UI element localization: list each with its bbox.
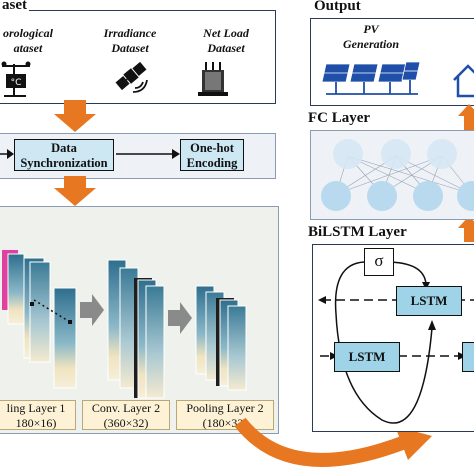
fc-neuron-bottom-4 bbox=[457, 181, 474, 211]
pooling-layer-2-caption: Pooling Layer 2 (180×32) bbox=[176, 400, 274, 430]
fc-neuron-top-2 bbox=[381, 139, 411, 169]
meteorological-dataset-label: orological ataset bbox=[3, 26, 53, 55]
bilstm-to-fc-arrow bbox=[458, 216, 474, 242]
fc-neuron-bottom-1 bbox=[321, 181, 351, 211]
conv-layer-2-caption: Conv. Layer 2 (360×32) bbox=[82, 400, 170, 430]
conv-layer-2-name: Conv. Layer 2 bbox=[91, 401, 161, 415]
output-title: Output bbox=[314, 0, 361, 14]
irradiance-dataset-label: Irradiance Dataset bbox=[103, 26, 157, 55]
lstm-backward-box-partial bbox=[462, 342, 474, 372]
fc-layer-title: FC Layer bbox=[308, 110, 371, 126]
conv-layer-2-maps bbox=[107, 259, 165, 399]
transformer-icon bbox=[198, 62, 228, 96]
lstm-forward-box: LSTM bbox=[396, 286, 462, 316]
pooling-layer-2-maps bbox=[195, 285, 247, 391]
fc-to-output-arrow bbox=[458, 104, 474, 130]
pv-generation-label: PV Generation bbox=[342, 22, 399, 51]
solar-panels-icon bbox=[321, 61, 421, 95]
preprocess-to-cnn-arrow bbox=[54, 176, 96, 206]
sync-to-encoding-arrow bbox=[116, 149, 180, 159]
data-synchronization-box: Data Synchronization bbox=[14, 139, 114, 171]
one-hot-encoding-box: One-hot Encoding bbox=[180, 139, 244, 171]
dataset-to-preprocess-arrow bbox=[54, 100, 96, 132]
pooling-layer-2-name: Pooling Layer 2 bbox=[186, 401, 264, 415]
pooling-layer-1-name: ling Layer 1 bbox=[6, 401, 66, 415]
pooling-layer-1-maps bbox=[2, 250, 77, 389]
output-panel bbox=[310, 18, 474, 106]
sigma-gate-box: σ bbox=[364, 248, 394, 276]
fc-network-graphic bbox=[321, 139, 474, 211]
cnn-arrow-2 bbox=[168, 302, 192, 334]
lstm-backward-box: LSTM bbox=[334, 342, 400, 372]
fc-neuron-top-3 bbox=[427, 139, 457, 169]
pooling-layer-1-caption: ling Layer 1 180×16) bbox=[0, 400, 76, 430]
dataset-panel-title: aset bbox=[0, 0, 29, 14]
net-load-dataset-label: Net Load Dataset bbox=[203, 26, 249, 55]
bilstm-layer-title: BiLSTM Layer bbox=[308, 224, 407, 240]
house-icon bbox=[453, 64, 474, 98]
fc-neuron-bottom-3 bbox=[413, 181, 443, 211]
satellite-icon bbox=[115, 61, 148, 93]
cnn-to-bilstm-arrow bbox=[234, 417, 432, 467]
fc-neuron-top-1 bbox=[333, 139, 363, 169]
cnn-arrow-1 bbox=[80, 294, 104, 326]
weather-station-icon: °C bbox=[1, 61, 31, 97]
svg-text:°C: °C bbox=[11, 78, 22, 88]
cnn-layers-graphic bbox=[2, 250, 247, 399]
fc-neuron-bottom-2 bbox=[367, 181, 397, 211]
left-input-arrow bbox=[0, 149, 14, 159]
conv-layer-2-size: (360×32) bbox=[103, 416, 149, 430]
pooling-layer-1-size: 180×16) bbox=[15, 416, 57, 430]
